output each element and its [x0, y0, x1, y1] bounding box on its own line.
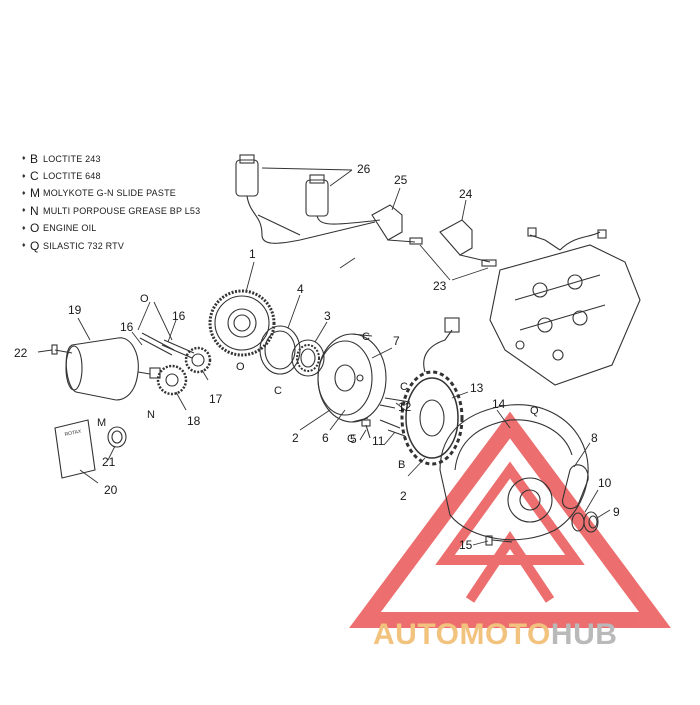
callout-20: 20: [104, 483, 118, 497]
watermark-brand: AUTOMOTOHUB: [373, 618, 617, 652]
mark-q: Q: [530, 405, 539, 417]
brand-part1: AUTOMOTO: [373, 618, 551, 651]
callout-9: 9: [613, 505, 620, 519]
drop-icon: ♦: [22, 207, 26, 215]
legend-code: N: [30, 203, 39, 218]
callout-1: 1: [249, 247, 256, 261]
legend-code: O: [30, 221, 40, 236]
legend-row: ♦ N MULTI PORPOUSE GREASE BP L53: [22, 202, 200, 219]
o-ring-21: [107, 426, 127, 448]
intermediate-gear: [156, 364, 188, 396]
material-marks: O O C C C C B M N Q: [97, 293, 539, 471]
legend-code: C: [30, 169, 39, 184]
cylinder-head: [489, 227, 641, 386]
legend-text: MULTI PORPOUSE GREASE BP L53: [43, 205, 201, 216]
callout-12: 12: [398, 400, 412, 414]
callout-7: 7: [393, 334, 400, 348]
legend-text: LOCTITE 243: [43, 153, 101, 164]
manual-booklet[interactable]: [54, 419, 96, 479]
callout-21: 21: [102, 455, 116, 469]
callout-22: 22: [14, 346, 28, 360]
callout-6: 6: [322, 431, 329, 445]
mark-m: M: [97, 417, 106, 429]
cover-cap: [561, 464, 589, 510]
callout-14: 14: [492, 397, 506, 411]
callout-2b: 2: [400, 489, 407, 503]
mark-b: B: [398, 459, 405, 471]
callout-16: 16: [172, 309, 186, 323]
callout-16b: 16: [120, 320, 134, 334]
manual-label: ROTAX: [64, 428, 82, 438]
starter-gear: [208, 289, 276, 357]
callout-13: 13: [470, 381, 484, 395]
bearing: [291, 339, 325, 377]
callout-labels: 1 2 3 4 5 6 7 8 9 10 11 12 13 14 15 16 1…: [14, 162, 620, 552]
callout-5: 5: [350, 432, 357, 446]
mark-c-4: C: [400, 381, 408, 393]
thrust-ring: [259, 325, 301, 375]
screws: [361, 397, 513, 546]
mark-o-1: O: [140, 293, 149, 305]
idler-gear: [184, 346, 212, 374]
bolt-22: [51, 344, 73, 355]
callout-11: 11: [372, 434, 385, 448]
drop-icon: ♦: [22, 172, 26, 180]
plug: [583, 511, 599, 533]
legend-text: ENGINE OIL: [43, 223, 97, 234]
drop-icon: ♦: [22, 242, 26, 250]
callout-24: 24: [459, 187, 473, 201]
drop-icon: ♦: [22, 189, 26, 197]
leader-lines: [37, 167, 611, 546]
callout-2c: 2: [294, 431, 301, 445]
callout-25: 25: [394, 173, 408, 187]
callout-2: 2: [292, 431, 299, 445]
drop-icon: ♦: [22, 224, 26, 232]
mark-c-3: C: [347, 433, 355, 445]
starter-motor: [65, 337, 161, 401]
mark-n: N: [147, 409, 155, 421]
callout-8: 8: [591, 431, 598, 445]
ignition-coils: [235, 154, 381, 244]
watermark-logo: [349, 411, 671, 628]
legend-text: SILASTIC 732 RTV: [43, 240, 125, 251]
callout-19: 19: [68, 303, 82, 317]
callout-26: 26: [357, 162, 371, 176]
mark-c-2: C: [362, 331, 370, 343]
callout-3: 3: [324, 309, 331, 323]
callout-15: 15: [459, 538, 473, 552]
mark-c-1: C: [274, 385, 282, 397]
legend-code: Q: [30, 238, 40, 253]
drop-icon: ♦: [22, 155, 26, 163]
callout-17: 17: [209, 392, 223, 406]
stator: [400, 317, 464, 466]
flywheel: [317, 333, 387, 423]
legend-code: B: [30, 151, 39, 166]
legend-row: ♦ B LOCTITE 243: [22, 150, 200, 167]
idler-shafts: [139, 332, 195, 359]
legend-code: M: [30, 186, 40, 201]
brand-part2: HUB: [550, 618, 618, 651]
callout-4: 4: [297, 282, 304, 296]
callout-23: 23: [433, 279, 447, 293]
legend-text: MOLYKOTE G-N SLIDE PASTE: [43, 188, 176, 199]
spark-plug-caps: [371, 204, 497, 267]
legend-text: LOCTITE 648: [43, 171, 101, 182]
mark-o-2: O: [236, 361, 245, 373]
callout-18: 18: [187, 414, 201, 428]
callout-10: 10: [598, 476, 612, 490]
legend-row: ♦ C LOCTITE 648: [22, 167, 200, 184]
